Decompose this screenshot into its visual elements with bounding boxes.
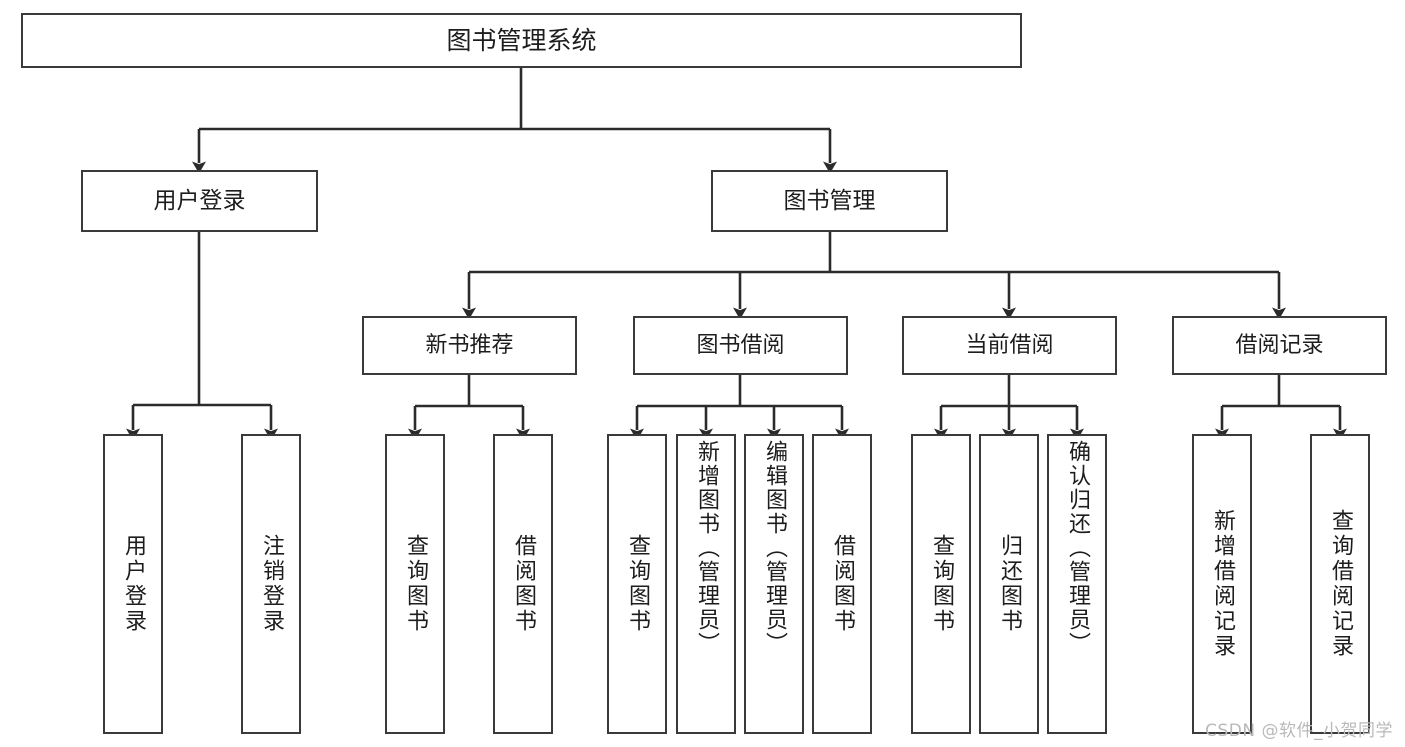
leaf-query-book-1[interactable]: 查询图书 — [385, 434, 445, 734]
leaf-query-book-2[interactable]: 查询图书 — [607, 434, 667, 734]
leaf-query-book-1-label: 查询图书 — [403, 534, 428, 634]
leaf-user-logout-label: 注销登录 — [259, 534, 284, 634]
node-current-borrow[interactable]: 当前借阅 — [902, 316, 1117, 375]
node-borrow-record[interactable]: 借阅记录 — [1172, 316, 1387, 375]
leaf-borrow-book-1-label: 借阅图书 — [511, 534, 536, 634]
leaf-user-logout[interactable]: 注销登录 — [241, 434, 301, 734]
leaf-return-book[interactable]: 归还图书 — [979, 434, 1039, 734]
leaf-query-book-2-label: 查询图书 — [625, 534, 650, 634]
leaf-query-book-3-label: 查询图书 — [929, 534, 954, 634]
leaf-add-record[interactable]: 新增借阅记录 — [1192, 434, 1252, 734]
node-root[interactable]: 图书管理系统 — [21, 13, 1022, 68]
node-book-management[interactable]: 图书管理 — [711, 170, 948, 232]
leaf-edit-book[interactable]: 编辑图书（管理员） — [744, 434, 804, 734]
leaf-confirm-return-label: 确认归还（管理员） — [1065, 440, 1090, 656]
leaf-query-record[interactable]: 查询借阅记录 — [1310, 434, 1370, 734]
leaf-borrow-book-2-label: 借阅图书 — [830, 534, 855, 634]
leaf-edit-book-label: 编辑图书（管理员） — [762, 440, 787, 656]
node-new-book-recommend-label: 新书推荐 — [425, 332, 514, 358]
node-new-book-recommend[interactable]: 新书推荐 — [362, 316, 577, 375]
leaf-query-book-3[interactable]: 查询图书 — [911, 434, 971, 734]
leaf-add-record-label: 新增借阅记录 — [1210, 509, 1235, 659]
node-book-borrow-label: 图书借阅 — [696, 332, 785, 358]
leaf-user-login[interactable]: 用户登录 — [103, 434, 163, 734]
leaf-borrow-book-2[interactable]: 借阅图书 — [812, 434, 872, 734]
leaf-confirm-return[interactable]: 确认归还（管理员） — [1047, 434, 1107, 734]
node-user-login[interactable]: 用户登录 — [81, 170, 318, 232]
leaf-return-book-label: 归还图书 — [997, 534, 1022, 634]
leaf-user-login-label: 用户登录 — [121, 534, 146, 634]
leaf-borrow-book-1[interactable]: 借阅图书 — [493, 434, 553, 734]
leaf-query-record-label: 查询借阅记录 — [1328, 509, 1353, 659]
node-book-management-label: 图书管理 — [783, 187, 876, 214]
node-borrow-record-label: 借阅记录 — [1235, 332, 1324, 358]
node-current-borrow-label: 当前借阅 — [965, 332, 1054, 358]
csdn-watermark: CSDN @软件_小贺同学 — [1205, 721, 1393, 741]
node-root-label: 图书管理系统 — [446, 26, 597, 55]
node-book-borrow[interactable]: 图书借阅 — [633, 316, 848, 375]
leaf-add-book[interactable]: 新增图书（管理员） — [676, 434, 736, 734]
leaf-add-book-label: 新增图书（管理员） — [694, 440, 719, 656]
node-user-login-label: 用户登录 — [153, 187, 246, 214]
